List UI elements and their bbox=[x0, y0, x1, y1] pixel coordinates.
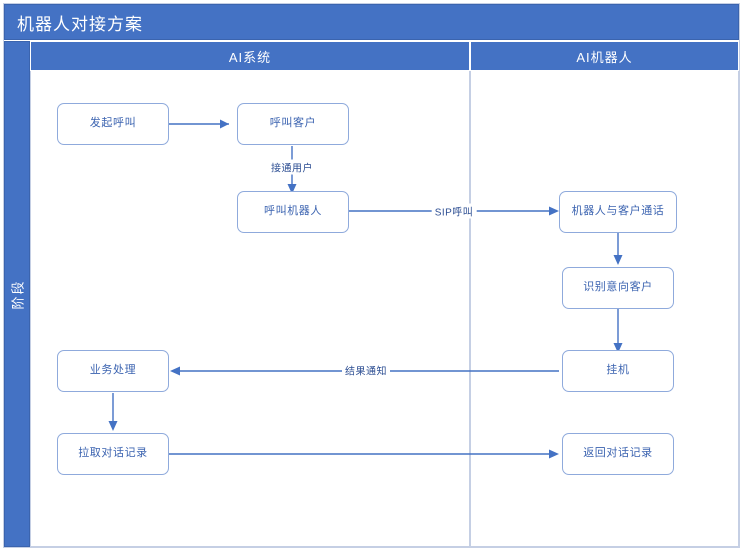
edge-label-result-notify: 结果通知 bbox=[342, 362, 390, 378]
page-title: 机器人对接方案 bbox=[17, 14, 143, 34]
lane-header-ai-robot: AI机器人 bbox=[470, 41, 739, 71]
node-return-dialog-record[interactable]: 返回对话记录 bbox=[562, 433, 674, 475]
node-label: 拉取对话记录 bbox=[78, 447, 148, 460]
lane-header-label: AI机器人 bbox=[576, 49, 633, 65]
node-call-robot[interactable]: 呼叫机器人 bbox=[237, 191, 349, 233]
node-identify-intent-customer[interactable]: 识别意向客户 bbox=[562, 267, 674, 309]
diagram-title-bar: 机器人对接方案 bbox=[4, 4, 739, 40]
node-hang-up[interactable]: 挂机 bbox=[562, 350, 674, 392]
node-label: 识别意向客户 bbox=[583, 281, 653, 294]
node-label: 挂机 bbox=[606, 364, 630, 377]
node-label: 呼叫客户 bbox=[269, 117, 317, 130]
edge-label-sip-call: SIP呼叫 bbox=[431, 203, 477, 219]
node-label: 业务处理 bbox=[89, 364, 137, 377]
node-call-customer[interactable]: 呼叫客户 bbox=[237, 103, 349, 145]
node-label: 发起呼叫 bbox=[89, 117, 137, 130]
lane-header-label: AI系统 bbox=[228, 49, 272, 65]
node-business-processing[interactable]: 业务处理 bbox=[57, 350, 169, 392]
node-label: 返回对话记录 bbox=[583, 447, 653, 460]
stage-band: 阶段 bbox=[4, 41, 30, 547]
edge-label-connect-user: 接通用户 bbox=[268, 159, 316, 175]
node-robot-customer-talk[interactable]: 机器人与客户通话 bbox=[559, 191, 677, 233]
lane-header-ai-system: AI系统 bbox=[30, 41, 470, 71]
node-label: 呼叫机器人 bbox=[264, 205, 322, 218]
stage-band-label: 阶段 bbox=[10, 278, 26, 310]
node-label: 机器人与客户通话 bbox=[571, 205, 665, 218]
node-initiate-call[interactable]: 发起呼叫 bbox=[57, 103, 169, 145]
node-fetch-dialog-record[interactable]: 拉取对话记录 bbox=[57, 433, 169, 475]
lane-body-ai-robot bbox=[470, 71, 739, 547]
